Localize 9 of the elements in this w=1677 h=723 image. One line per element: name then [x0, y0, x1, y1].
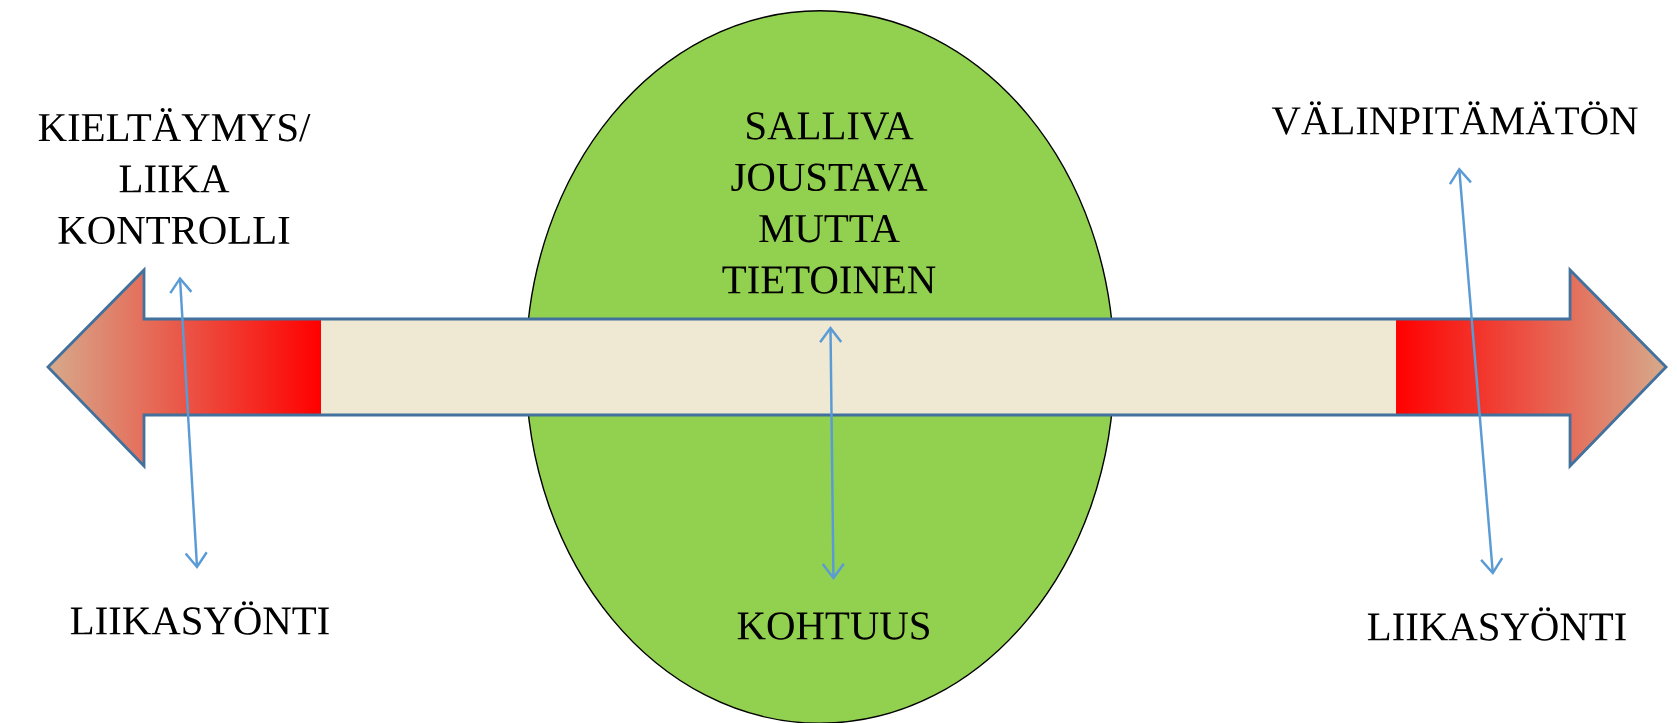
double-arrow: [169, 276, 208, 569]
double-arrow: [819, 326, 845, 580]
label-text: VÄLINPITÄMÄTÖN: [1271, 101, 1638, 135]
label-text: SALLIVA JOUSTAVA MUTTA TIETOINEN: [722, 112, 936, 294]
label-text: KOHTUUS: [737, 612, 929, 640]
label-text: KIELTÄYMYS/ LIIKA KONTROLLI: [38, 107, 311, 245]
double-arrow: [1448, 167, 1504, 576]
label-text: LIIKASYÖNTI: [1367, 607, 1626, 641]
label-text: LIIKASYÖNTI: [70, 601, 329, 635]
